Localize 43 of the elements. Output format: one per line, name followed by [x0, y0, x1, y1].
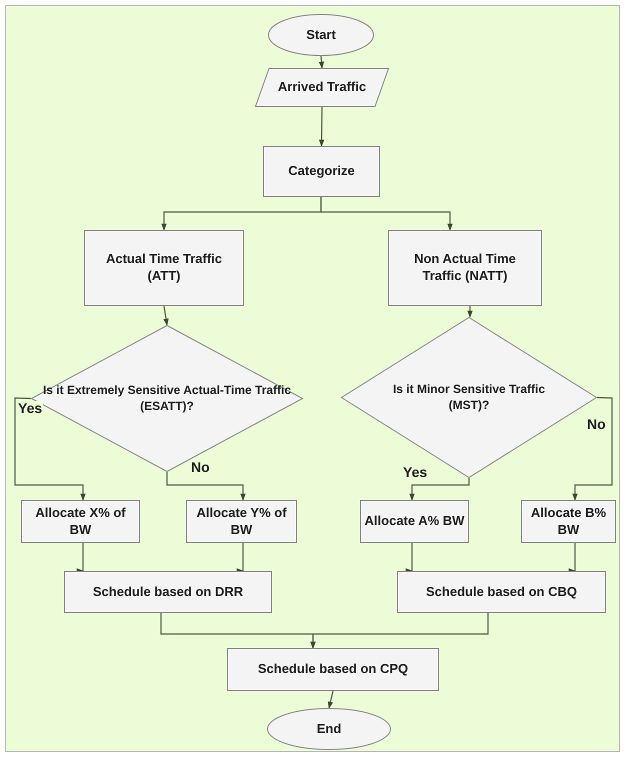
process-box: [360, 500, 469, 543]
process-box: [263, 146, 380, 197]
step-label: Is it Extremely Sensitive Actual-Time Traffic (ESATT)?: [42, 382, 292, 414]
arrow: [572, 396, 613, 501]
step-label: Arrived Traffic: [278, 79, 366, 96]
terminator-ellipse: [268, 14, 374, 56]
step-label: Schedule based on CPQ: [258, 661, 408, 678]
step-label: Allocate A% BW: [364, 513, 464, 530]
step-label: Allocate X% of BW: [34, 504, 127, 538]
step-label: Allocate Y% of BW: [195, 504, 288, 538]
arrow: [320, 197, 453, 231]
arrow: [467, 305, 473, 318]
edge-label: Yes: [402, 465, 428, 480]
input-parallelogram: [255, 68, 389, 107]
edge-label: No: [190, 460, 211, 476]
process-box: [186, 500, 297, 543]
arrow: [310, 613, 489, 649]
arrow: [14, 397, 86, 501]
process-box: [64, 571, 272, 613]
step-label: Actual Time Traffic (ATT): [104, 251, 224, 285]
edge-label: Yes: [17, 401, 44, 416]
terminator-ellipse: [267, 708, 391, 750]
step-label: Allocate B% BW: [530, 504, 608, 538]
step-label: Schedule based on DRR: [92, 584, 244, 600]
step-label: Start: [306, 26, 336, 44]
arrow: [166, 472, 246, 501]
step-label: Is it Minor Sensitive Traffic (MST)?: [392, 382, 546, 414]
arrow: [409, 478, 470, 501]
arrow: [318, 107, 324, 147]
process-box: [21, 500, 140, 543]
process-box: [227, 648, 439, 691]
step-label: Categorize: [288, 163, 355, 180]
process-box: [521, 500, 616, 543]
arrow: [328, 690, 334, 709]
process-box: [397, 571, 606, 613]
arrow: [318, 56, 324, 69]
arrow: [163, 306, 169, 326]
step-label: End: [316, 720, 342, 738]
process-box: [84, 230, 244, 306]
process-box: [388, 230, 542, 306]
step-label: Schedule based on CBQ: [426, 584, 577, 600]
step-label: Non Actual Time Traffic (NATT): [413, 251, 517, 285]
edge-label: No: [586, 417, 607, 432]
